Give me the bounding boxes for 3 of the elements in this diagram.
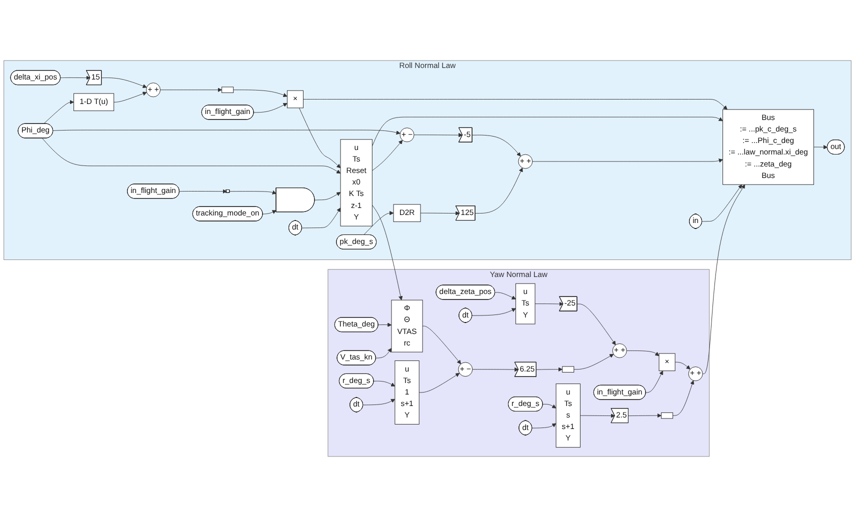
node-box [661,412,674,419]
node-box [562,366,574,372]
node-box [222,86,234,93]
